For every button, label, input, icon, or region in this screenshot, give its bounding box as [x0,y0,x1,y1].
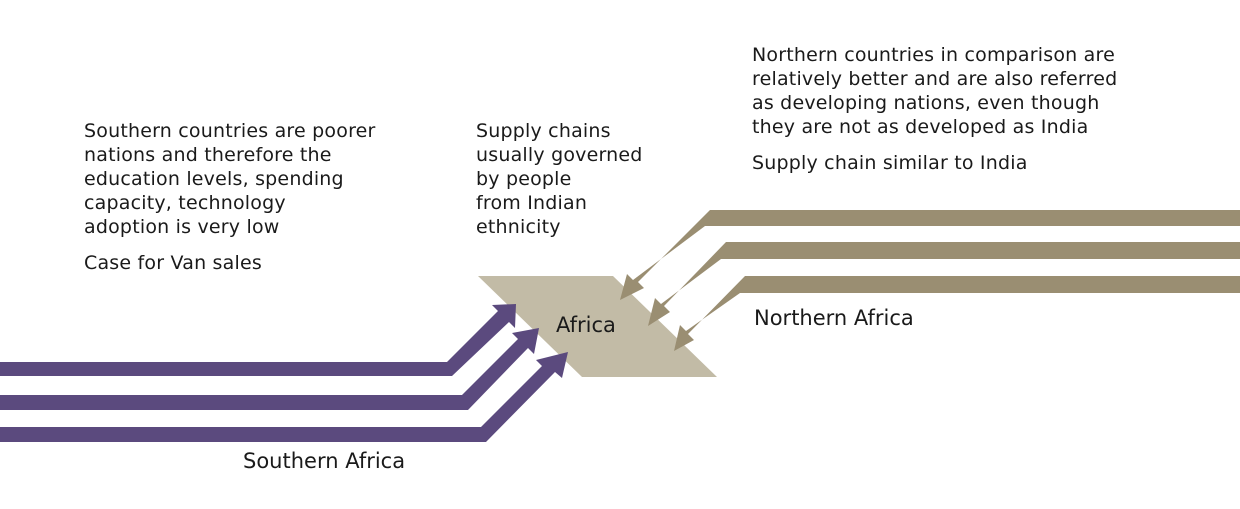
africa-label: Africa [556,313,616,337]
northern-arrows [620,210,1240,351]
southern-arrows [0,304,568,442]
northern-arrow-3 [674,276,1240,351]
supply-chain-description: Supply chains usually governed by people… [476,119,676,239]
northern-description: Northern countries in comparison are rel… [752,43,1222,175]
africa-shape [478,276,717,377]
northern-paragraph-1: Northern countries in comparison are rel… [752,44,1118,138]
southern-description: Southern countries are poorer nations an… [84,119,424,275]
southern-paragraph-1: Southern countries are poorer nations an… [84,120,376,238]
southern-paragraph-2: Case for Van sales [84,252,262,274]
southern-arrow-1 [0,304,516,376]
southern-arrow-3 [0,352,568,442]
southern-africa-label: Southern Africa [243,449,406,473]
northern-africa-label: Northern Africa [754,306,914,330]
southern-arrow-2 [0,328,539,410]
northern-paragraph-2: Supply chain similar to India [752,152,1028,174]
northern-arrow-1 [620,210,1240,300]
supply-paragraph-1: Supply chains usually governed by people… [476,120,643,238]
northern-arrow-2 [648,242,1240,326]
